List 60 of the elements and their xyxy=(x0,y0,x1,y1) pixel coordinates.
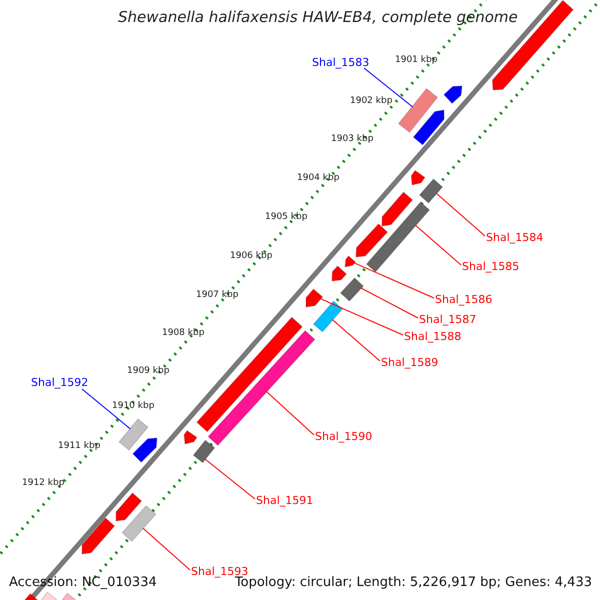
gene-label: Shal_1593 xyxy=(191,566,248,577)
leader-line xyxy=(320,298,404,336)
tick-label: 1903 kbp xyxy=(331,135,374,144)
tick-label: 1909 kbp xyxy=(127,367,170,376)
gene-feature xyxy=(312,300,344,333)
tick-label: 1906 kbp xyxy=(230,252,272,261)
leader-line xyxy=(364,68,414,108)
gene-feature xyxy=(331,265,348,282)
gene-feature xyxy=(116,492,142,522)
gene-label: Shal_1592 xyxy=(31,377,88,388)
tick-label: 1911 kbp xyxy=(58,442,100,451)
tick-label: 1905 kbp xyxy=(265,213,308,222)
gene-label: Shal_1591 xyxy=(256,495,314,506)
gene-feature xyxy=(340,277,364,302)
leader-line xyxy=(436,192,486,236)
gene-feature xyxy=(398,88,438,134)
leader-line xyxy=(415,224,462,266)
tick-label: 1904 kbp xyxy=(297,174,340,183)
gene-feature xyxy=(132,437,158,463)
tick-label: 1910 kbp xyxy=(112,402,154,411)
footer-text: Topology: circular; Length: 5,226,917 bp; Genes: 4,433 xyxy=(234,576,592,589)
gene-feature xyxy=(418,178,444,204)
gene-feature xyxy=(382,191,414,227)
leader-line xyxy=(354,262,434,298)
gene-label: Shal_1587 xyxy=(419,314,476,325)
gene-feature xyxy=(208,330,316,446)
leader-line xyxy=(266,391,314,436)
tick-label: 1907 kbp xyxy=(196,291,238,300)
leader-line xyxy=(142,528,190,570)
gene-label: Shal_1590 xyxy=(315,431,372,442)
tick-label: 1912 kbp xyxy=(22,479,64,488)
gene-feature xyxy=(24,593,38,600)
leader-line xyxy=(360,288,418,318)
gene-feature xyxy=(412,109,445,146)
gene-feature xyxy=(118,418,149,451)
gene-feature xyxy=(82,517,116,555)
gene-feature xyxy=(184,430,198,445)
gene-feature xyxy=(366,201,430,273)
tick-label: 1908 kbp xyxy=(162,329,204,338)
gene-label: Shal_1584 xyxy=(486,232,544,243)
leader-line xyxy=(332,319,380,362)
gene-feature xyxy=(38,592,58,600)
leader-line xyxy=(82,388,131,430)
gene-feature xyxy=(443,85,463,104)
gene-label: Shal_1589 xyxy=(381,357,438,368)
gene-label: Shal_1588 xyxy=(404,331,462,342)
gene-feature xyxy=(344,255,356,268)
gene-feature xyxy=(355,223,388,258)
leader-line xyxy=(204,458,256,500)
title: Shewanella halifaxensis HAW-EB4, complete genome xyxy=(118,10,518,25)
gene-label: Shal_1583 xyxy=(312,57,370,68)
tick-label: 1902 kbp xyxy=(350,97,392,106)
gene-feature xyxy=(192,440,216,464)
gene-feature xyxy=(121,505,157,542)
gene-label: Shal_1585 xyxy=(462,261,520,272)
tick-label: 1901 kbp xyxy=(395,56,438,65)
gene-feature xyxy=(58,592,78,600)
gene-feature xyxy=(306,288,324,308)
gene-label: Shal_1586 xyxy=(435,294,492,305)
gene-feature xyxy=(410,170,426,186)
